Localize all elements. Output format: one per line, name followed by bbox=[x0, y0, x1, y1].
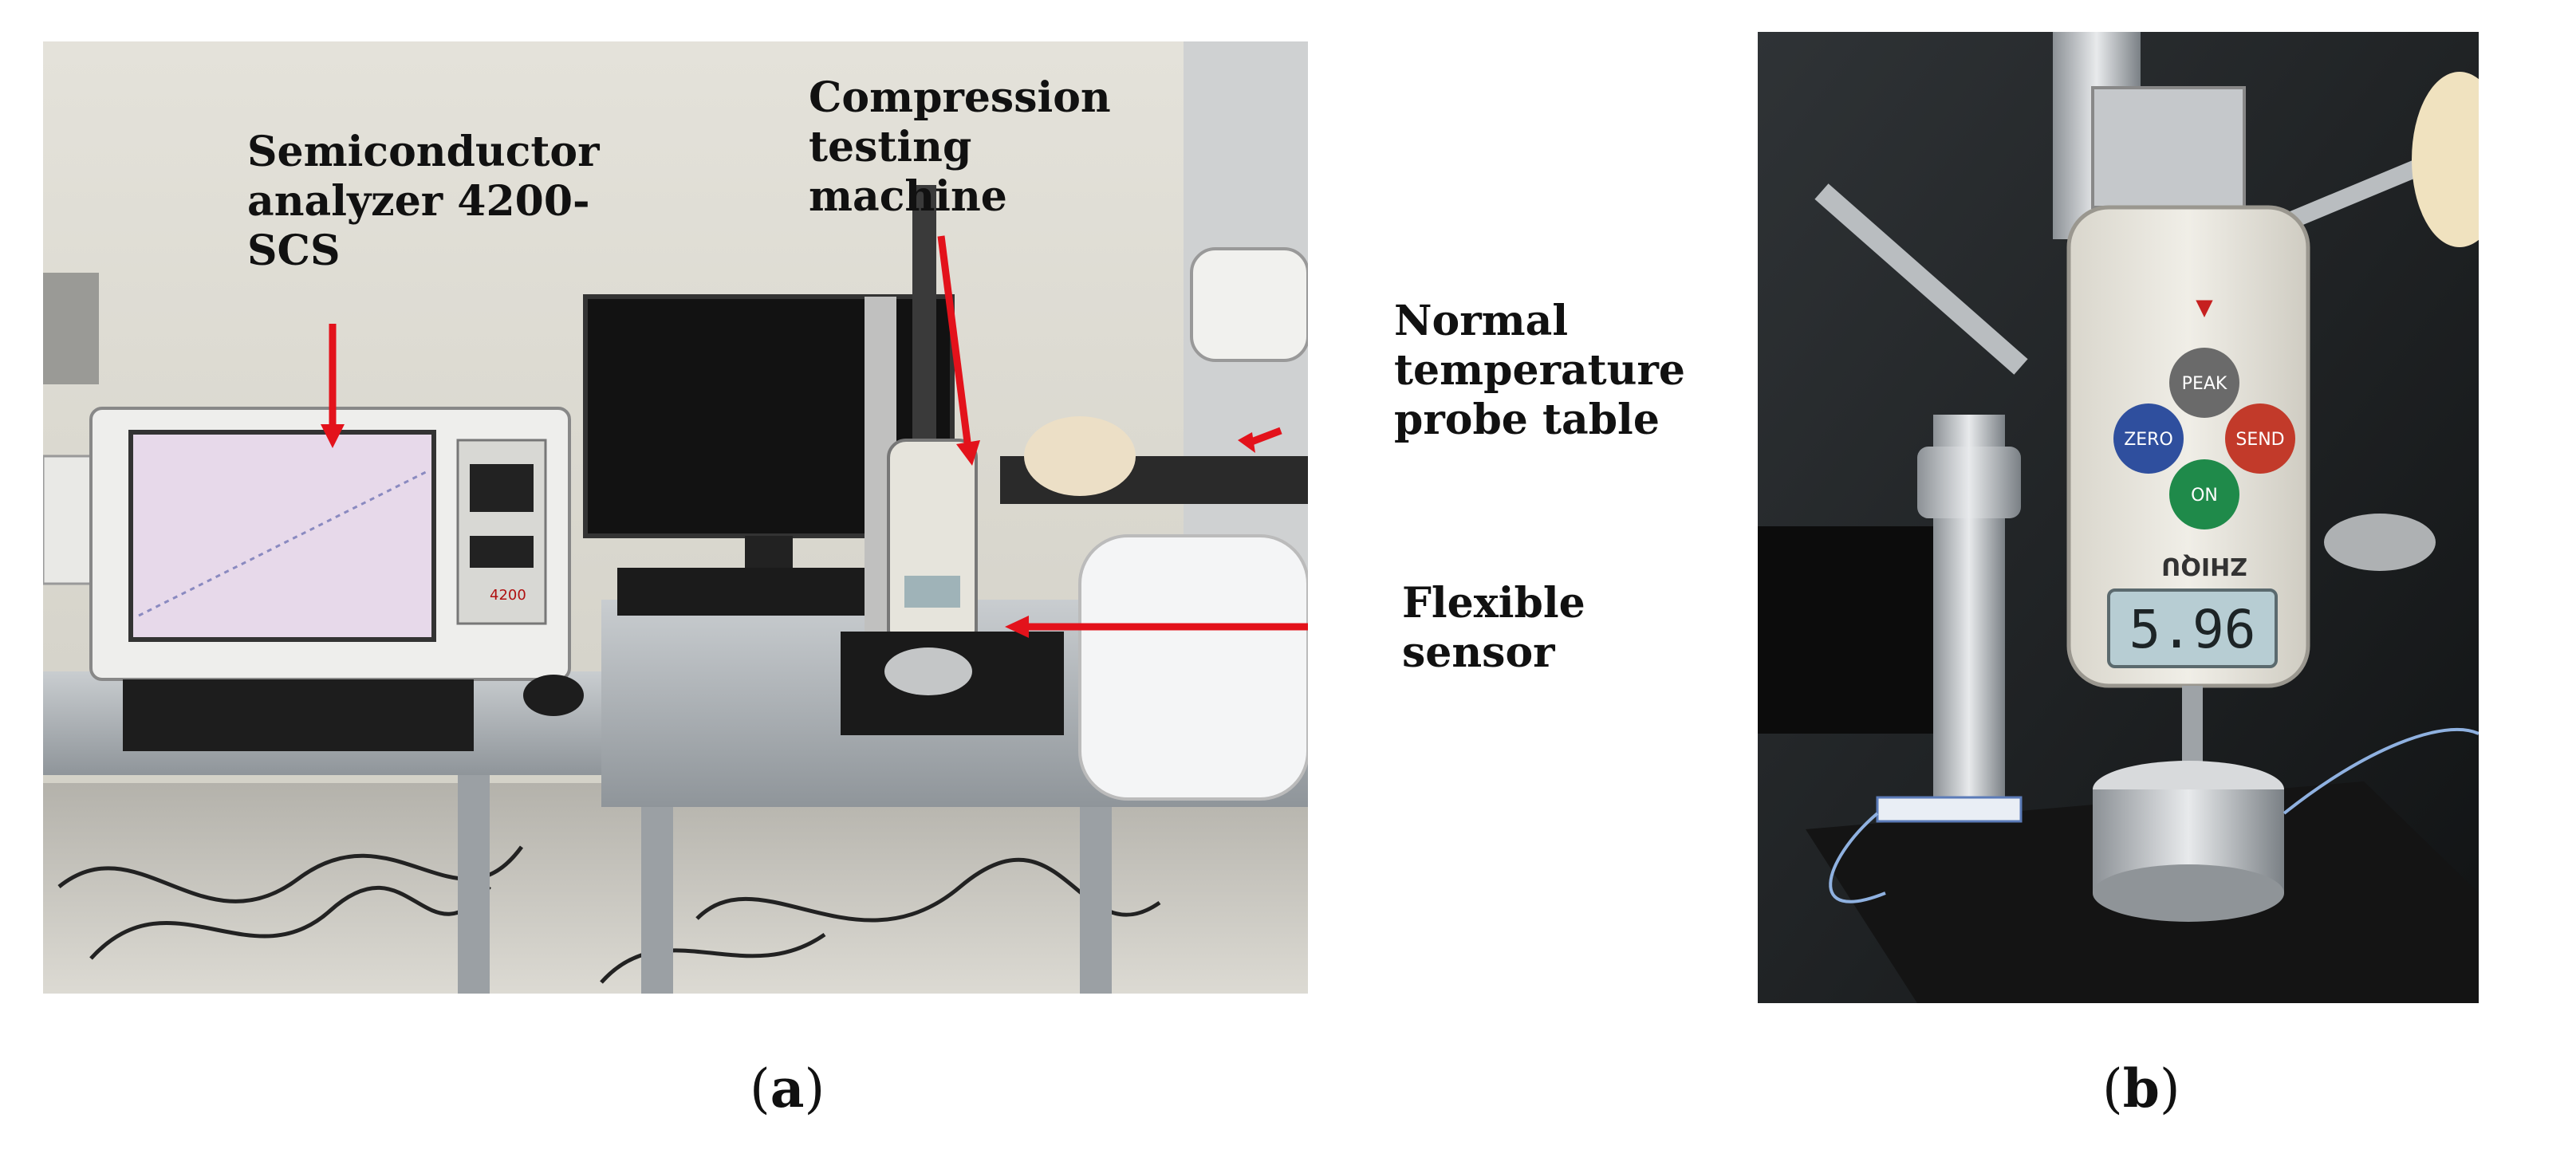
keyboard bbox=[1758, 526, 1965, 734]
peak-button-label: PEAK bbox=[2182, 374, 2227, 394]
microscope bbox=[1190, 247, 1308, 362]
analyzer-brand: 4200 bbox=[490, 587, 526, 604]
peak-button bbox=[2169, 348, 2239, 418]
label-compression-testing-machine: Compression testing machine bbox=[809, 73, 1111, 221]
force-gauge bbox=[887, 439, 978, 649]
keyboard bbox=[123, 679, 474, 751]
force-gauge-illustration: ▲ ZERO PEAK SEND ON ZHIQU 5.96 bbox=[1758, 32, 2479, 1003]
gauge-display bbox=[904, 576, 960, 608]
lab-setup-photo: 4200 bbox=[43, 41, 1308, 994]
mounting-block bbox=[2091, 86, 2246, 209]
caption-a: (a) bbox=[750, 1057, 825, 1120]
gloved-hand bbox=[1024, 416, 1136, 496]
zero-button-label: ZERO bbox=[2124, 430, 2173, 450]
caption-b-close: ) bbox=[2159, 1058, 2180, 1120]
send-button-label: SEND bbox=[2235, 430, 2284, 450]
label-flexible-sensor: Flexible sensor bbox=[1402, 579, 1585, 677]
gloved-hand bbox=[2412, 72, 2479, 247]
left-instrument bbox=[43, 455, 93, 585]
flexible-sensor bbox=[1876, 796, 2023, 823]
sensor-wire bbox=[2283, 727, 2479, 815]
table-leg bbox=[641, 807, 673, 994]
svg-text:▲: ▲ bbox=[2196, 297, 2213, 324]
shelf-equipment bbox=[43, 273, 99, 384]
annotation-arrows bbox=[321, 235, 1308, 638]
caption-a-letter: a bbox=[770, 1057, 805, 1120]
floor bbox=[43, 783, 1308, 994]
knob bbox=[2324, 514, 2436, 571]
sensor-wire bbox=[1829, 812, 1886, 903]
gauge-brand: ZHIQU bbox=[2161, 552, 2247, 580]
caption-b-open: ( bbox=[2102, 1058, 2123, 1120]
table-leg bbox=[1080, 807, 1112, 994]
caption-a-close: ) bbox=[804, 1058, 825, 1120]
force-gauge-closeup-photo: ▲ ZERO PEAK SEND ON ZHIQU 5.96 bbox=[1758, 32, 2479, 1003]
gauge-display bbox=[2107, 588, 2278, 668]
label-normal-temperature-probe-table: Normal temperature probe table bbox=[1394, 297, 1685, 444]
mouse bbox=[523, 675, 584, 716]
weight bbox=[884, 647, 972, 695]
label-semiconductor-analyzer: Semiconductor analyzer 4200- SCS bbox=[247, 128, 600, 275]
lab-coat-arm bbox=[1078, 534, 1308, 801]
gauge-reading: 5.96 bbox=[2129, 599, 2256, 660]
post-clamp bbox=[1917, 447, 2021, 518]
on-button-label: ON bbox=[2191, 486, 2218, 506]
send-button bbox=[2225, 403, 2295, 474]
analyzer-screen bbox=[128, 430, 436, 642]
caption-a-open: ( bbox=[750, 1058, 770, 1120]
caption-b-letter: b bbox=[2122, 1057, 2160, 1120]
lab-setup-illustration: 4200 bbox=[43, 41, 1308, 994]
table-leg bbox=[458, 775, 490, 994]
zero-button bbox=[2113, 403, 2184, 474]
on-button bbox=[2169, 459, 2239, 529]
caption-b: (b) bbox=[2102, 1057, 2180, 1120]
handle-rod-left bbox=[1814, 183, 2028, 375]
